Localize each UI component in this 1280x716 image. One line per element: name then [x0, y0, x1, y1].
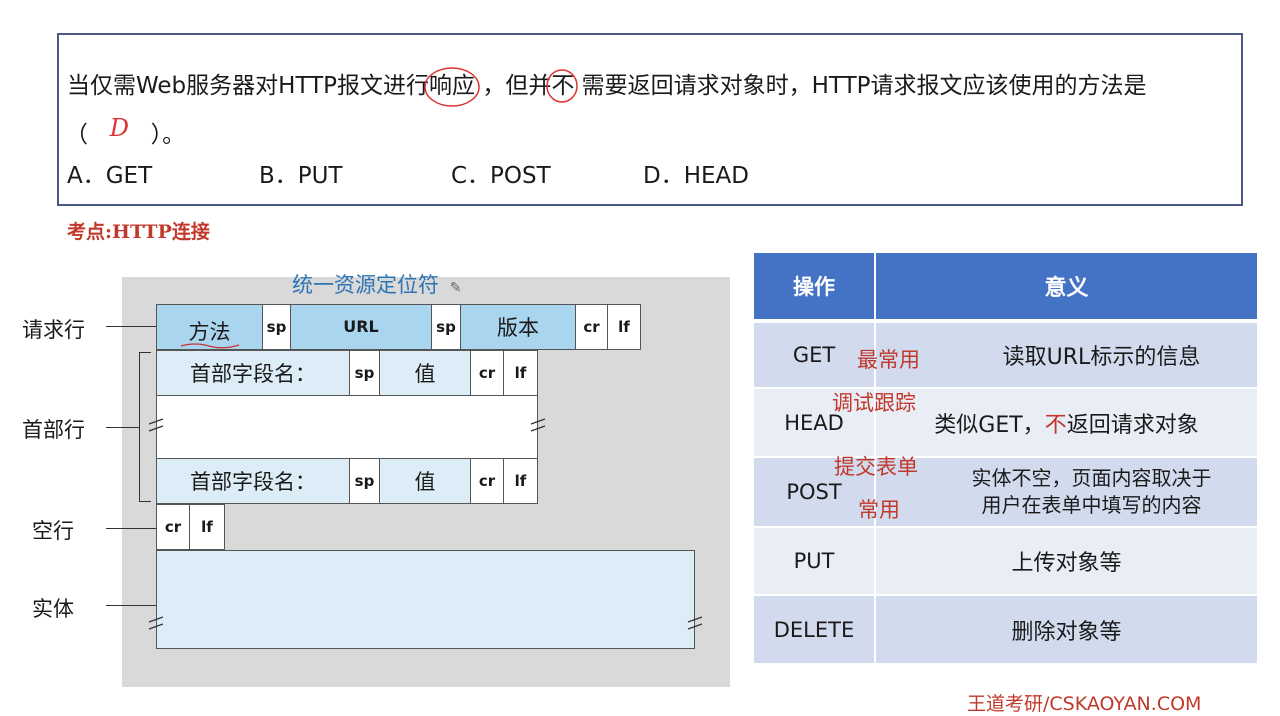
table-row: PUT 上传对象等 [754, 528, 1257, 594]
label-request-line: 请求行 [22, 318, 85, 342]
cr-cell: cr [470, 458, 504, 504]
sp-cell: sp [349, 350, 380, 396]
table-row: GET 读取URL标示的信息 [754, 321, 1257, 387]
header-op: 操作 [754, 253, 876, 319]
op-cell: PUT [754, 528, 876, 594]
label-header-lines: 首部行 [22, 418, 85, 442]
op-cell: HEAD [754, 389, 876, 456]
table-row: POST 实体不空，页面内容取决于 用户在表单中填写的内容 [754, 458, 1257, 526]
table-header: 操作 意义 [754, 253, 1257, 319]
meaning-cell: 读取URL标示的信息 [1002, 345, 1201, 370]
sp-cell: sp [262, 304, 291, 350]
keyword-response: 响应 [424, 67, 482, 107]
lf-cell: lf [503, 350, 538, 396]
url-note: 统一资源定位符 ✎ [292, 273, 462, 297]
url-cell: URL [290, 304, 432, 350]
sp-cell: sp [349, 458, 380, 504]
header-value-cell: 值 [379, 350, 471, 396]
pencil-icon: ✎ [449, 280, 462, 296]
question-line-1: 当仅需Web服务器对HTTP报文进行响应 ，但并不 需要返回请求对象时，HTTP… [67, 66, 1147, 107]
note-submit-form: 提交表单 [834, 455, 918, 479]
table-row: HEAD 类似GET，不返回请求对象 [754, 389, 1257, 456]
leader-line [106, 528, 156, 529]
option-d[interactable]: D．HEAD [643, 163, 749, 189]
break-mark-icon [148, 418, 164, 432]
lf-cell: lf [503, 458, 538, 504]
leader-line [106, 326, 156, 327]
bracket [139, 352, 140, 502]
methods-table: 操作 意义 GET 读取URL标示的信息 HEAD 类似GET，不返回请求对象 … [754, 253, 1257, 663]
question-line-2: （ D ）。 [65, 114, 186, 148]
meaning-cell: 类似GET，不返回请求对象 [934, 412, 1199, 438]
question-box [57, 33, 1243, 206]
op-cell: GET [754, 323, 876, 387]
header-lines-gap [156, 396, 538, 458]
header-field-name-cell: 首部字段名： [156, 458, 350, 504]
option-c[interactable]: C．POST [451, 163, 551, 189]
note-debug: 调试跟踪 [832, 391, 916, 415]
leader-line [106, 427, 140, 428]
meaning-cell: 上传对象等 [1011, 551, 1122, 576]
header-field-name-cell: 首部字段名： [156, 350, 350, 396]
circle-mark-icon [424, 67, 480, 107]
break-mark-icon [148, 616, 164, 630]
header-meaning: 意义 [1044, 276, 1089, 301]
version-cell: 版本 [460, 304, 576, 350]
note-common: 常用 [858, 498, 900, 522]
break-mark-icon [530, 418, 546, 432]
op-cell: DELETE [754, 596, 876, 663]
note-most-used: 最常用 [857, 348, 920, 372]
underline-mark-icon [180, 343, 240, 349]
method-cell: 方法 [156, 304, 263, 350]
table-row: DELETE 删除对象等 [754, 596, 1257, 663]
option-b[interactable]: B．PUT [259, 163, 343, 189]
cr-cell: cr [575, 304, 608, 350]
lf-cell: lf [607, 304, 641, 350]
label-blank-line: 空行 [32, 519, 74, 543]
footer-brand: 王道考研/CSKAOYAN.COM [967, 693, 1202, 715]
label-body: 实体 [32, 597, 74, 621]
bracket-end [139, 501, 151, 502]
option-a[interactable]: A．GET [67, 163, 153, 189]
meaning-cell: 删除对象等 [1011, 619, 1122, 645]
body-cell [156, 550, 695, 649]
circle-mark-icon [546, 69, 579, 103]
bracket-end [139, 352, 151, 353]
leader-line [106, 605, 156, 606]
op-cell: POST [754, 458, 876, 526]
sp-cell: sp [431, 304, 461, 350]
cr-cell: cr [470, 350, 504, 396]
break-mark-icon [687, 616, 703, 630]
lf-cell: lf [189, 504, 225, 550]
meaning-cell: 实体不空，页面内容取决于 用户在表单中填写的内容 [971, 466, 1212, 517]
topic-label: 考点:HTTP连接 [67, 221, 210, 243]
header-value-cell: 值 [379, 458, 471, 504]
handwritten-answer: D [109, 114, 129, 142]
keyword-not: 不 [546, 69, 581, 103]
cr-cell: cr [156, 504, 190, 550]
